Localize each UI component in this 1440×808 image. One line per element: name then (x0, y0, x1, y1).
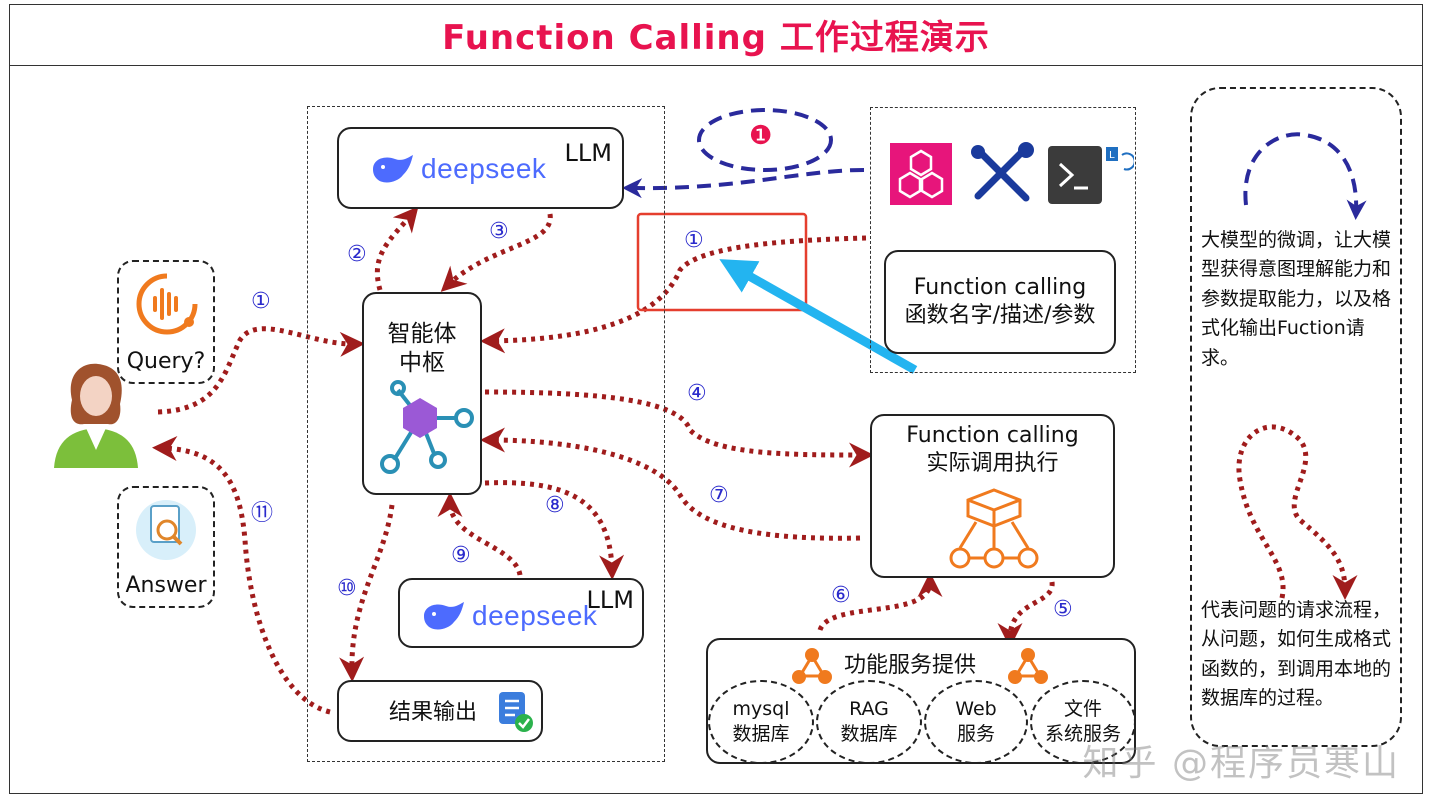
hub-line2: 中枢 (399, 349, 445, 376)
service-line2: 数据库 (732, 723, 790, 745)
answer-label: Answer (125, 573, 207, 598)
fc-def-line1: Function calling (913, 275, 1087, 300)
watermark: 知乎 @程序员寒山 (1082, 743, 1400, 784)
step-marker: ① (684, 228, 704, 253)
llm-top-box: deepseek LLM (337, 127, 624, 209)
step-marker: ⑤ (1053, 597, 1073, 622)
function-exec-box: Function calling 实际调用执行 (870, 414, 1115, 578)
user-avatar (54, 363, 138, 468)
step-marker: ⑩ (337, 576, 357, 601)
fc-def-label: Function calling 函数名字/描述/参数 (886, 274, 1114, 329)
fc-def-line2: 函数名字/描述/参数 (904, 302, 1096, 328)
agent-core-container (307, 106, 665, 762)
legend-red-text: 代表问题的请求流程，从问题，如何生成格式函数的，到调用本地的数据库的过程。 (1201, 599, 1391, 710)
step-marker: ② (347, 242, 367, 267)
hub-label: 智能体 中枢 (364, 320, 480, 378)
brand-text: deepseek (472, 600, 598, 631)
whale-icon (424, 602, 464, 630)
llm-tag: LLM (564, 139, 612, 167)
hierarchy-icon (949, 488, 1039, 569)
service-line1: mysql (732, 698, 790, 721)
deepseek-logo-top: deepseek (369, 151, 546, 187)
service-line1: 文件 (1063, 698, 1102, 721)
step-marker: ⑨ (451, 543, 471, 568)
service-line2: 系统服务 (1044, 723, 1121, 745)
step-marker: ④ (687, 381, 707, 406)
share-network-icon (792, 648, 832, 684)
service-line2: 数据库 (840, 723, 898, 745)
function-def-container (870, 107, 1136, 373)
result-output-box: 结果输出 (337, 680, 543, 742)
llm-bottom-box: deepseek LLM (398, 578, 644, 648)
step-marker: ⑥ (831, 583, 851, 608)
svg-text:L: L (1109, 150, 1115, 161)
tools-icon (971, 142, 1034, 202)
step-marker: ① (251, 289, 271, 314)
function-def-box: Function calling 函数名字/描述/参数 (884, 250, 1116, 354)
agent-hub-box: 智能体 中枢 (362, 292, 482, 495)
service-line2: 服务 (956, 723, 995, 745)
appflow-icon (890, 143, 952, 205)
finetune-marker: ❶ (749, 121, 773, 151)
service-mysql: mysql 数据库 (708, 680, 814, 764)
step-marker: ③ (489, 219, 509, 244)
fc-exec-line1: Function calling (906, 423, 1079, 448)
sync-icon: L (1106, 147, 1134, 171)
terminal-icon (1048, 146, 1102, 204)
service-web: Web 服务 (924, 680, 1028, 764)
diagram-frame (9, 4, 1423, 794)
step-marker: ⑪ (251, 501, 274, 526)
service-rag: RAG 数据库 (816, 680, 922, 764)
brand-text: deepseek (421, 153, 547, 184)
document-check-icon (499, 692, 533, 732)
hub-line1: 智能体 (387, 321, 457, 347)
service-line1: RAG (849, 698, 889, 721)
deepseek-logo-bottom: deepseek (420, 598, 597, 634)
result-label: 结果输出 (389, 700, 478, 725)
hub-network-icon (380, 380, 474, 474)
answer-box: Answer (117, 486, 215, 608)
llm-tag: LLM (586, 586, 634, 614)
report-search-icon (136, 500, 196, 560)
audio-wave-icon (136, 273, 198, 335)
step-marker: ⑦ (709, 483, 729, 508)
query-box: Query? (117, 260, 215, 384)
step-marker: ⑧ (545, 493, 565, 518)
services-title: 功能服务提供 (844, 653, 977, 678)
query-label: Query? (126, 349, 206, 374)
fc-exec-line2: 实际调用执行 (926, 450, 1059, 476)
legend-panel (1190, 87, 1402, 747)
service-file: 文件 系统服务 (1030, 680, 1136, 764)
fc-exec-label: Function calling 实际调用执行 (872, 422, 1113, 477)
legend-blue-text: 大模型的微调，让大模型获得意图理解能力和参数提取能力，以及格式化输出Fuctio… (1201, 229, 1392, 369)
share-network-icon (1008, 648, 1048, 684)
title-bar: Function Calling 工作过程演示 (9, 4, 1423, 66)
service-line1: Web (955, 698, 997, 721)
page-title: Function Calling 工作过程演示 (442, 18, 990, 58)
whale-icon (373, 155, 413, 183)
